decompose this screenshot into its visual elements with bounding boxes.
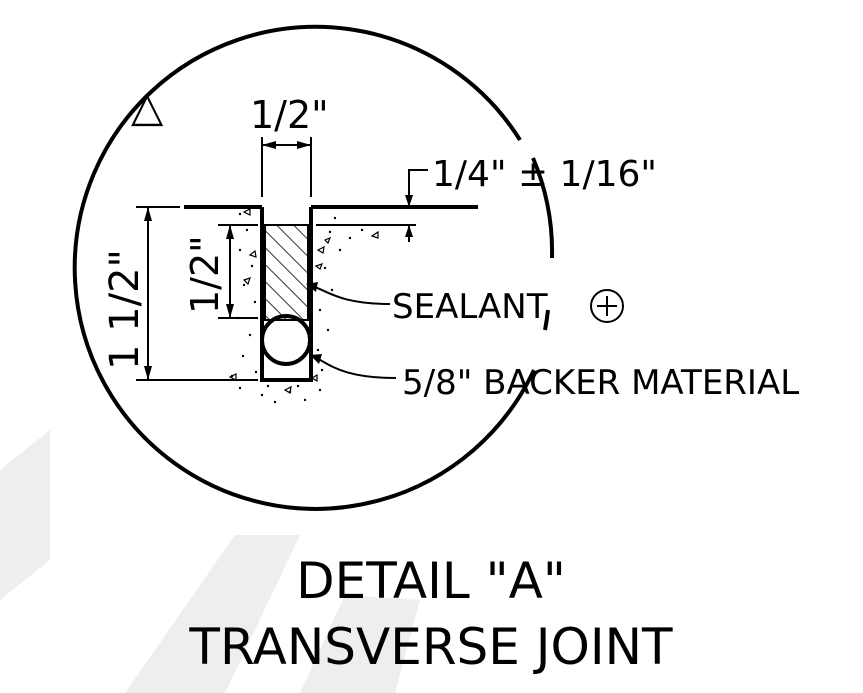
total-depth-dimension: 1 1/2": [102, 206, 258, 381]
watermark: [0, 430, 420, 693]
sealant-hatch: [265, 225, 308, 320]
svg-text:1/2": 1/2": [183, 235, 227, 314]
svg-text:1/2": 1/2": [250, 93, 329, 137]
svg-text:5/8" BACKER MATERIAL: 5/8" BACKER MATERIAL: [402, 363, 799, 403]
sealant-depth-dimension: 1/2": [183, 224, 258, 319]
saw-depth-dimension: 1/4" ± 1/16": [316, 154, 657, 242]
backer-rod: [260, 314, 312, 366]
triangle-icon: △: [131, 82, 164, 131]
detail-subtitle: TRANSVERSE JOINT: [188, 618, 673, 676]
detail-title: DETAIL "A": [296, 552, 566, 610]
detail-circle-segment: [543, 309, 550, 331]
backer-callout: 5/8" BACKER MATERIAL: [310, 354, 799, 403]
svg-text:1/4" ± 1/16": 1/4" ± 1/16": [432, 154, 657, 195]
joint-width-dimension: 1/2": [250, 93, 329, 197]
sealant-outline: [264, 224, 309, 321]
detail-circle-main: [72, 24, 536, 511]
svg-text:1 1/2": 1 1/2": [102, 249, 148, 370]
svg-text:SEALANT: SEALANT: [392, 287, 548, 327]
sealant-callout: SEALANT: [306, 282, 624, 327]
joint-outline: [260, 207, 313, 382]
aggregate-marks: [228, 208, 379, 394]
detail-circle: [531, 157, 555, 259]
